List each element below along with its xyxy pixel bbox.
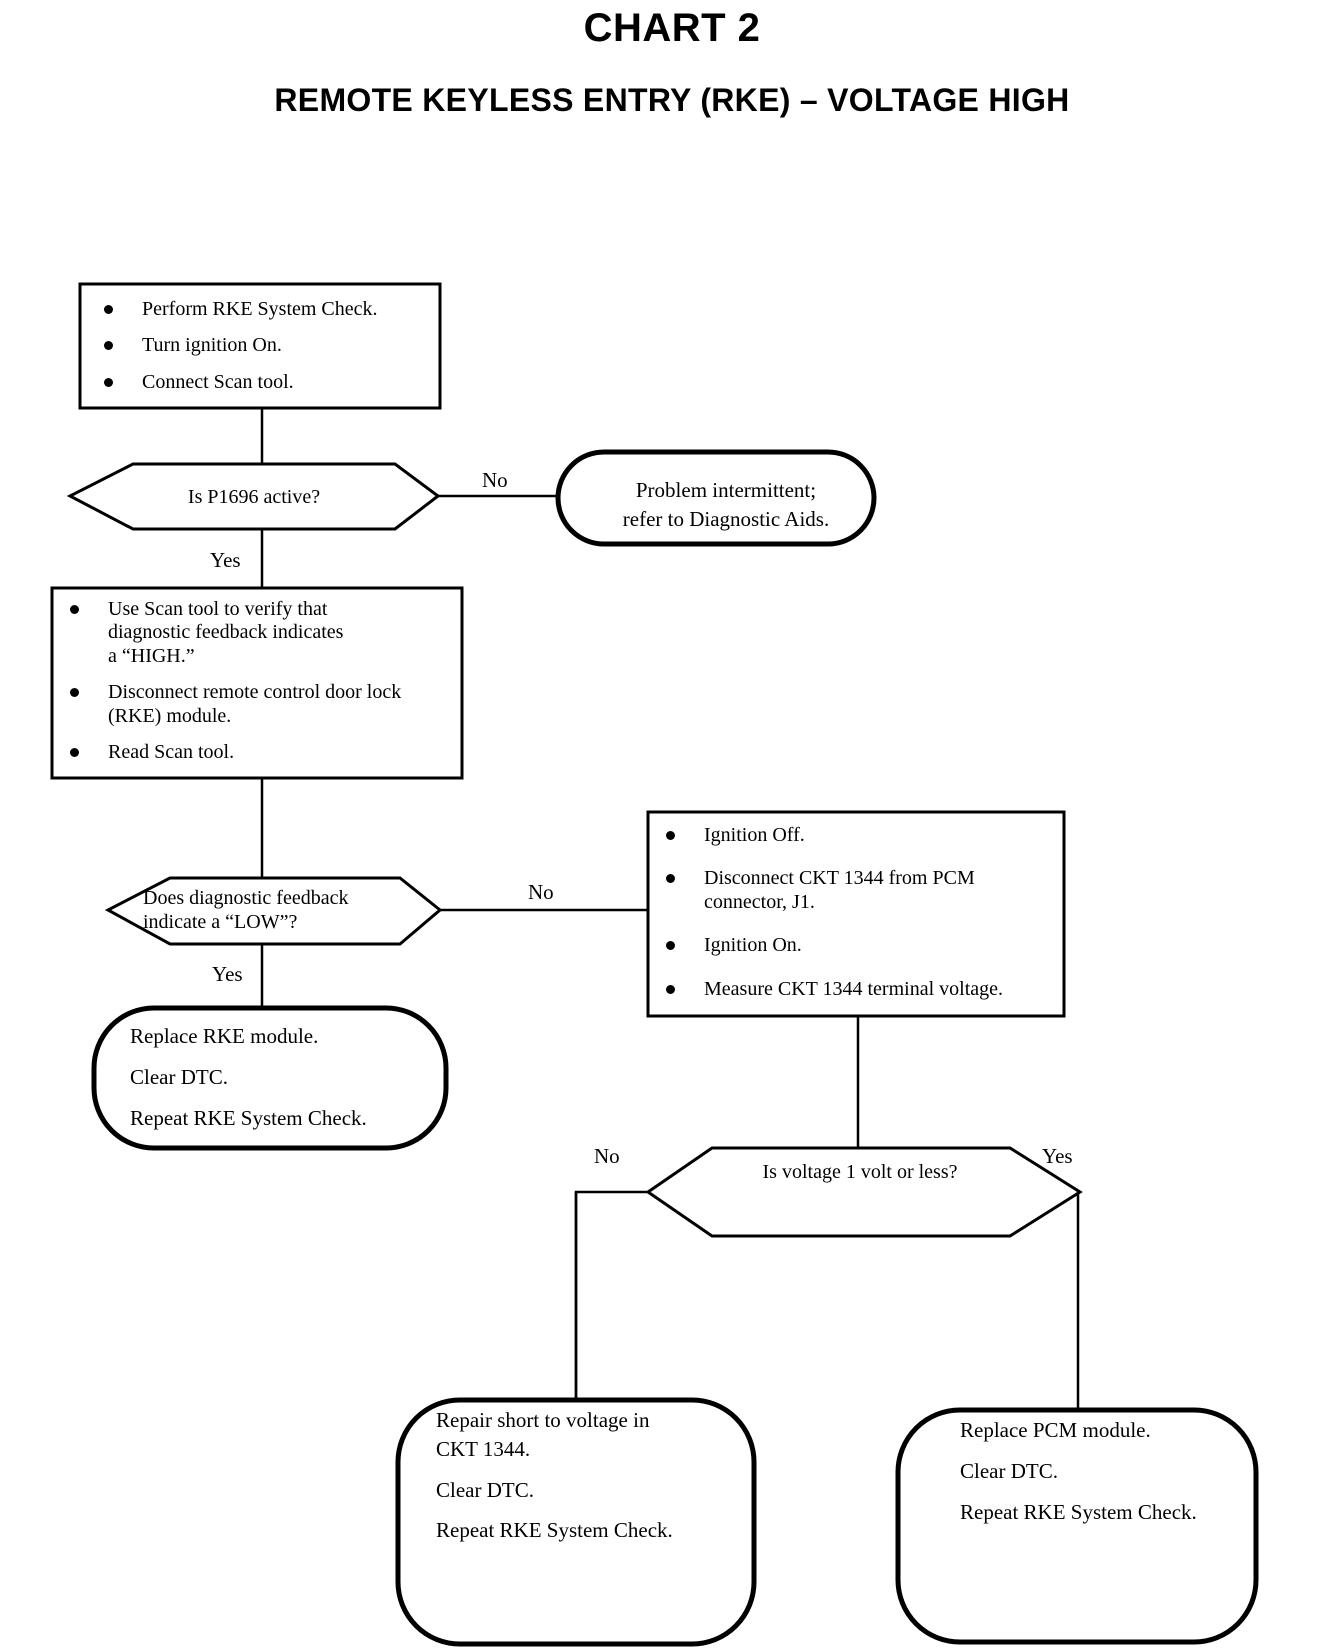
list-item-label-cont: diagnostic feedback indicates (108, 621, 344, 644)
bullet-icon (666, 831, 675, 840)
term3-line-2: CKT 1344. (436, 1436, 531, 1461)
list-item: Read Scan tool. (62, 741, 462, 764)
list-item-label: Connect Scan tool. (142, 370, 294, 393)
list-item-label: Perform RKE System Check. (142, 298, 378, 320)
list-item: Ignition Off. (658, 824, 1058, 847)
term2-line-3: Repeat RKE System Check. (130, 1105, 367, 1130)
node-term1-text: Problem intermittent; refer to Diagnosti… (590, 478, 862, 532)
list-item-label: Use Scan tool to verify that (108, 598, 328, 620)
list-item: Perform RKE System Check. (96, 298, 436, 321)
connector-dec3-term3 (574, 1190, 648, 1400)
shape-decision-dec2 (104, 876, 443, 946)
shape-terminator-term1 (555, 449, 877, 547)
term3-line-3: Clear DTC. (436, 1477, 534, 1502)
shape-process-step2 (50, 586, 464, 780)
shape-terminator-term3 (395, 1397, 757, 1647)
list-item-label: Disconnect CKT 1344 from PCM (704, 867, 975, 890)
step3-bullet-list: Ignition Off. Disconnect CKT 1344 from P… (658, 822, 1058, 1001)
list-item: Measure CKT 1344 terminal voltage. (658, 978, 1058, 1001)
node-dec3-text: Is voltage 1 volt or less? (762, 1161, 958, 1183)
node-term2-text: Replace RKE module. Clear DTC. Repeat RK… (130, 1024, 430, 1130)
page-title: CHART 2 (583, 6, 761, 50)
list-item: Connect Scan tool. (96, 371, 436, 394)
list-item: Ignition On. (658, 934, 1058, 957)
list-item: Disconnect remote control door lock (RKE… (62, 681, 462, 728)
term1-line-1: Problem intermittent; (635, 478, 817, 502)
connector-dec3-term4 (1076, 1190, 1080, 1412)
node-term4-text: Replace PCM module. Clear DTC. Repeat RK… (960, 1418, 1260, 1524)
term1-line-2: refer to Diagnostic Aids. (622, 506, 830, 531)
edge-label-dec3-no: No (594, 1144, 620, 1168)
list-item-label-cont: connector, J1. (704, 890, 815, 913)
page-subtitle: REMOTE KEYLESS ENTRY (RKE) – VOLTAGE HIG… (274, 82, 1070, 118)
bullet-icon (104, 305, 113, 314)
term4-line-1: Replace PCM module. (960, 1418, 1151, 1442)
shape-terminator-term4 (895, 1407, 1259, 1645)
dec2-line-2: indicate a “LOW”? (143, 911, 298, 933)
term2-line-2: Clear DTC. (130, 1064, 228, 1089)
term3-line-1: Repair short to voltage in (436, 1408, 650, 1432)
list-item-label: Disconnect remote control door lock (108, 681, 402, 704)
node-dec2-text: Does diagnostic feedback indicate a “LOW… (143, 886, 433, 934)
term4-line-3: Repeat RKE System Check. (960, 1499, 1197, 1524)
term4-line-2: Clear DTC. (960, 1458, 1058, 1483)
list-item-label: Ignition Off. (704, 824, 805, 846)
edge-label-dec2-yes: Yes (212, 962, 243, 986)
edge-label-dec1-yes: Yes (210, 548, 241, 572)
bullet-icon (70, 688, 79, 698)
node-term3-text: Repair short to voltage in CKT 1344. Cle… (436, 1408, 736, 1543)
node-step3-text: Ignition Off. Disconnect CKT 1344 from P… (658, 822, 1058, 1001)
list-item-label: Read Scan tool. (108, 740, 235, 763)
bullet-icon (666, 874, 675, 884)
bullet-icon (666, 984, 675, 994)
edge-label-dec1-no: No (482, 468, 508, 492)
node-dec1-text: Is P1696 active? (187, 486, 321, 508)
bullet-icon (666, 941, 675, 951)
list-item-label: Ignition On. (704, 934, 802, 957)
step2-bullet-list: Use Scan tool to verify that diagnostic … (62, 598, 462, 764)
edge-label-dec3-yes: Yes (1042, 1144, 1073, 1168)
bullet-icon (104, 341, 113, 351)
shape-terminator-term2 (91, 1005, 449, 1151)
list-item: Use Scan tool to verify that diagnostic … (62, 598, 462, 668)
list-item-label-cont2: a “HIGH.” (108, 644, 195, 667)
shape-process-step1 (78, 282, 442, 410)
shape-process-step3 (646, 810, 1066, 1018)
edge-label-dec2-no: No (528, 880, 554, 904)
node-step1-text: Perform RKE System Check. Turn ignition … (96, 298, 436, 394)
term2-line-1: Replace RKE module. (130, 1024, 319, 1048)
bullet-icon (70, 605, 79, 614)
bullet-icon (104, 377, 113, 387)
list-item: Disconnect CKT 1344 from PCM connector, … (658, 867, 1058, 914)
list-item-label: Turn ignition On. (142, 334, 282, 357)
step1-bullet-list: Perform RKE System Check. Turn ignition … (96, 298, 436, 394)
node-step2-text: Use Scan tool to verify that diagnostic … (62, 598, 462, 764)
list-item: Turn ignition On. (96, 334, 436, 357)
dec2-line-1: Does diagnostic feedback (143, 887, 349, 909)
list-item-label-cont: (RKE) module. (108, 704, 232, 727)
shape-decision-dec1 (66, 462, 441, 531)
list-item-label: Measure CKT 1344 terminal voltage. (704, 977, 1004, 1000)
term3-line-4: Repeat RKE System Check. (436, 1518, 673, 1543)
bullet-icon (70, 747, 79, 757)
